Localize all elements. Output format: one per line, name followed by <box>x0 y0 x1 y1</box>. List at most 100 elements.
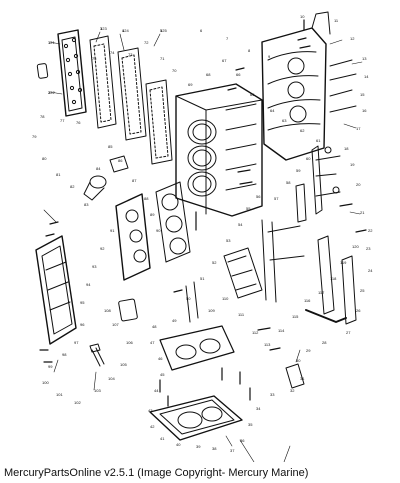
callout-number: 35 <box>248 422 253 427</box>
callout-number: 82 <box>70 184 75 189</box>
callout-number: 22 <box>368 228 373 233</box>
callout-number: 61 <box>316 138 321 143</box>
callout-number: 45 <box>160 372 165 377</box>
callout-number: 27 <box>346 330 351 335</box>
callout-number: 53 <box>226 238 231 243</box>
callout-number: 31 <box>300 376 305 381</box>
callout-number: 44 <box>154 388 159 393</box>
callout-number: 39 <box>196 444 201 449</box>
callout-number: 62 <box>300 128 305 133</box>
callout-number: 18 <box>344 146 349 151</box>
callout-number: 118 <box>330 276 337 281</box>
callout-number: 64 <box>270 108 275 113</box>
callout-number: 76 <box>76 120 81 125</box>
decal-tag <box>36 63 49 79</box>
callout-number: 98 <box>62 352 67 357</box>
callout-number: 105 <box>120 362 127 367</box>
callout-number: 6 <box>200 28 203 33</box>
callout-number: 10 <box>300 14 305 19</box>
callout-number: 110 <box>222 296 229 301</box>
callout-number: 111 <box>238 312 245 317</box>
callout-number: 14 <box>364 74 369 79</box>
callout-number: 96 <box>80 322 85 327</box>
callout-number: 48 <box>152 324 157 329</box>
callout-number: 125 <box>160 28 167 33</box>
throttle-linkage <box>295 145 341 223</box>
callout-number: 99 <box>48 364 53 369</box>
callout-number: 41 <box>160 436 165 441</box>
exhaust-gasket-1 <box>89 35 117 129</box>
callout-number: 57 <box>274 196 279 201</box>
callout-number: 15 <box>360 92 365 97</box>
callout-number: 100 <box>42 380 49 385</box>
callout-number: 67 <box>222 58 227 63</box>
callout-number: 50 <box>186 296 191 301</box>
callout-number: 95 <box>80 300 85 305</box>
callout-number: 83 <box>84 202 89 207</box>
callout-number: 33 <box>270 392 275 397</box>
callout-number: 1 <box>48 40 51 45</box>
callout-number: 89 <box>150 212 155 217</box>
callout-number: 4 <box>122 28 125 33</box>
head-gasket <box>155 181 191 263</box>
callout-number: 54 <box>238 222 243 227</box>
callout-number: 2 <box>48 90 51 95</box>
callout-number: 52 <box>212 260 217 265</box>
callout-number: 114 <box>278 328 285 333</box>
callout-number: 20 <box>356 182 361 187</box>
callout-number: 88 <box>144 196 149 201</box>
callout-number: 104 <box>108 376 115 381</box>
callout-number: 93 <box>92 264 97 269</box>
callout-number: 59 <box>296 168 301 173</box>
callout-number: 28 <box>322 340 327 345</box>
callout-number: 87 <box>132 178 137 183</box>
callout-number: 75 <box>92 56 97 61</box>
callout-number: 58 <box>286 180 291 185</box>
adaptor-gasket <box>159 325 235 371</box>
cylinder-head <box>115 193 151 281</box>
callout-number: 77 <box>60 118 65 123</box>
callout-number: 23 <box>366 246 371 251</box>
callout-number: 79 <box>32 134 37 139</box>
callout-number: 66 <box>236 72 241 77</box>
fuel-pump <box>285 363 305 389</box>
callout-number: 73 <box>128 52 133 57</box>
callout-number: 92 <box>100 246 105 251</box>
callout-number: 25 <box>360 288 365 293</box>
callout-number: 3 <box>100 26 103 31</box>
callout-number: 21 <box>360 210 365 215</box>
callout-number: 69 <box>188 82 193 87</box>
callout-number: 68 <box>206 72 211 77</box>
callout-number: 101 <box>56 392 63 397</box>
callout-number: 97 <box>74 340 79 345</box>
callout-number: 16 <box>362 108 367 113</box>
callout-number: 42 <box>150 424 155 429</box>
callout-number: 63 <box>282 118 287 123</box>
exhaust-cover-plate <box>57 29 87 117</box>
callout-number: 70 <box>172 68 177 73</box>
callout-number: 30 <box>296 358 301 363</box>
callout-number: 80 <box>42 156 47 161</box>
callout-number: 121 <box>48 40 55 45</box>
callout-number: 43 <box>148 408 153 413</box>
callout-number: 124 <box>122 28 129 33</box>
image-caption: MercuryPartsOnline v2.5.1 (Image Copyrig… <box>4 467 309 479</box>
exhaust-gasket-2 <box>145 79 173 165</box>
callout-number: 36 <box>240 438 245 443</box>
exhaust-divider-plate <box>117 47 147 141</box>
callout-number: 116 <box>304 298 311 303</box>
callout-number: 122 <box>48 90 55 95</box>
callout-number: 103 <box>94 388 101 393</box>
callout-number: 112 <box>252 330 259 335</box>
callout-number: 123 <box>100 26 107 31</box>
callout-number: 71 <box>160 56 165 61</box>
callout-number: 47 <box>150 340 155 345</box>
callout-number: 34 <box>256 406 261 411</box>
callout-number: 49 <box>172 318 177 323</box>
callout-number: 102 <box>74 400 81 405</box>
callout-number: 113 <box>264 342 271 347</box>
intake-manifold-plate <box>35 235 77 345</box>
callout-number: 40 <box>176 442 181 447</box>
callout-number: 108 <box>104 308 111 313</box>
